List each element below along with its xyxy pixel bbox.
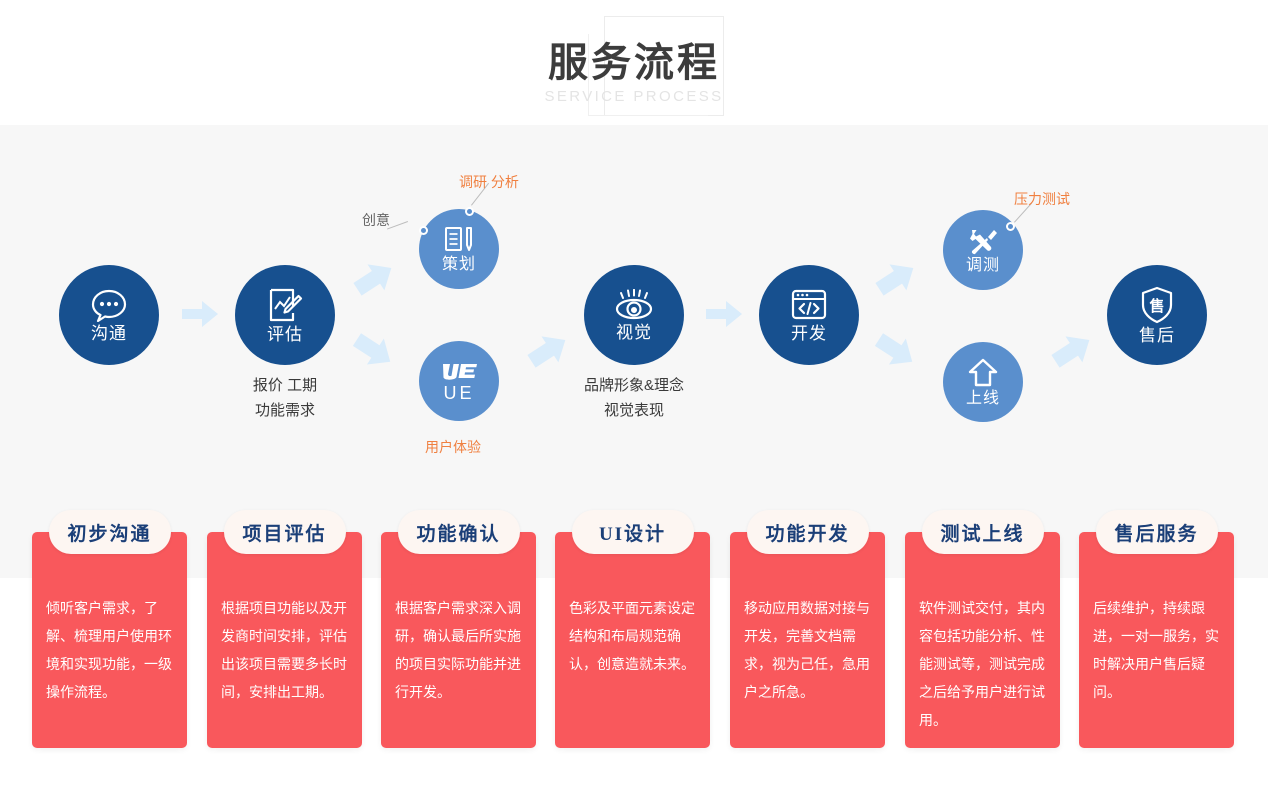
connector-dot-research <box>465 207 474 216</box>
connector-dot-stress-test <box>1006 222 1015 231</box>
process-card-title: 售后服务 <box>1095 510 1218 554</box>
flow-node-develop[interactable]: 开发 <box>759 265 859 365</box>
arrow-visual-to-develop <box>706 301 742 327</box>
decorative-frame-secondary-icon <box>588 34 708 116</box>
flow-node-label: 开发 <box>791 324 827 343</box>
process-card-body: 后续维护，持续跟进，一对一服务，实时解决用户售后疑问。 <box>1093 600 1219 700</box>
process-card-body: 移动应用数据对接与开发，完善文档需求，视为己任，急用户之所急。 <box>744 600 870 700</box>
arrow-evaluate-to-planning <box>353 264 392 296</box>
page-header: 服务流程 SERVICE PROCESS <box>0 0 1268 125</box>
flow-node-label: 上线 <box>965 389 1000 407</box>
process-card-4[interactable]: UI设计 色彩及平面元素设定结构和布局规范确认，创意造就未来。 <box>555 510 710 748</box>
flow-node-label: UE <box>443 382 475 403</box>
flow-node-planning[interactable]: 策划 <box>419 209 499 289</box>
process-card-body: 色彩及平面元素设定结构和布局规范确认，创意造就未来。 <box>569 600 695 672</box>
process-cards-row: 初步沟通 倾听客户需求，了解、梳理用户使用环境和实现功能，一级操作流程。 项目评… <box>0 505 1268 765</box>
flow-node-launch[interactable]: 上线 <box>943 342 1023 422</box>
upload-arrow-icon <box>968 358 998 388</box>
annotation-creative: 创意 <box>362 212 390 228</box>
connector-dot-creative <box>419 226 428 235</box>
plan-pencil-icon <box>444 226 474 254</box>
flow-node-label: 售后 <box>1139 326 1175 345</box>
process-card-title: UI设计 <box>571 510 694 554</box>
process-card-5[interactable]: 功能开发 移动应用数据对接与开发，完善文档需求，视为己任，急用户之所急。 <box>730 510 885 748</box>
flow-node-label: 视觉 <box>616 323 652 342</box>
tools-icon <box>967 227 999 255</box>
flow-node-label: 策划 <box>441 255 476 273</box>
process-card-6[interactable]: 测试上线 软件测试交付，其内容包括功能分析、性能测试等，测试完成之后给予用户进行… <box>905 510 1060 748</box>
process-card-2[interactable]: 项目评估 根据项目功能以及开发商时间安排，评估出该项目需要多长时间，安排出工期。 <box>207 510 362 748</box>
process-card-body: 软件测试交付，其内容包括功能分析、性能测试等，测试完成之后给予用户进行试用。 <box>919 600 1045 728</box>
process-card-body: 根据项目功能以及开发商时间安排，评估出该项目需要多长时间，安排出工期。 <box>221 600 347 700</box>
process-card-7[interactable]: 售后服务 后续维护，持续跟进，一对一服务，实时解决用户售后疑问。 <box>1079 510 1234 748</box>
flow-node-ue[interactable]: UE <box>419 341 499 421</box>
ue-logo-icon <box>439 361 479 381</box>
flow-node-label: 沟通 <box>91 324 127 343</box>
flow-node-label: 调测 <box>965 256 1000 274</box>
process-card-body: 根据客户需求深入调研，确认最后所实施的项目实际功能并进行开发。 <box>395 600 521 700</box>
svg-text:售: 售 <box>1149 297 1164 315</box>
flow-node-communicate[interactable]: 沟通 <box>59 265 159 365</box>
arrow-communicate-to-evaluate <box>182 301 218 327</box>
title-block: 服务流程 SERVICE PROCESS <box>484 14 784 118</box>
code-window-icon <box>790 288 828 322</box>
process-card-title: 初步沟通 <box>48 510 171 554</box>
document-edit-icon <box>267 287 303 323</box>
process-card-title: 测试上线 <box>921 510 1044 554</box>
arrow-evaluate-to-ue <box>352 333 391 365</box>
arrow-develop-to-testing <box>875 264 914 296</box>
flow-node-label: 评估 <box>267 325 303 344</box>
process-card-1[interactable]: 初步沟通 倾听客户需求，了解、梳理用户使用环境和实现功能，一级操作流程。 <box>32 510 187 748</box>
eye-icon <box>612 288 656 321</box>
annotation-user-experience: 用户体验 <box>425 439 481 455</box>
process-card-title: 功能确认 <box>397 510 520 554</box>
process-card-body: 倾听客户需求，了解、梳理用户使用环境和实现功能，一级操作流程。 <box>46 600 172 700</box>
shield-sale-icon: 售 <box>1140 286 1174 324</box>
process-card-title: 功能开发 <box>746 510 869 554</box>
flow-caption-evaluate: 报价 工期 功能需求 <box>252 377 318 419</box>
arrow-planning-ue-to-visual <box>527 336 566 368</box>
flow-caption-visual: 品牌形象&理念 视觉表现 <box>583 377 684 419</box>
chat-bubble-icon <box>90 288 128 323</box>
process-card-title: 项目评估 <box>223 510 346 554</box>
page-title: 服务流程 <box>548 40 720 85</box>
flow-node-evaluate[interactable]: 评估 <box>235 265 335 365</box>
annotation-stress-test: 压力测试 <box>1014 191 1070 207</box>
flow-node-visual[interactable]: 视觉 <box>584 265 684 365</box>
arrow-develop-to-launch <box>874 333 913 365</box>
arrow-to-aftersales <box>1051 336 1090 368</box>
annotation-research: 调研 分析 <box>459 174 519 190</box>
flow-node-aftersales[interactable]: 售 售后 <box>1107 265 1207 365</box>
page-subtitle: SERVICE PROCESS <box>544 88 724 105</box>
process-card-3[interactable]: 功能确认 根据客户需求深入调研，确认最后所实施的项目实际功能并进行开发。 <box>381 510 536 748</box>
